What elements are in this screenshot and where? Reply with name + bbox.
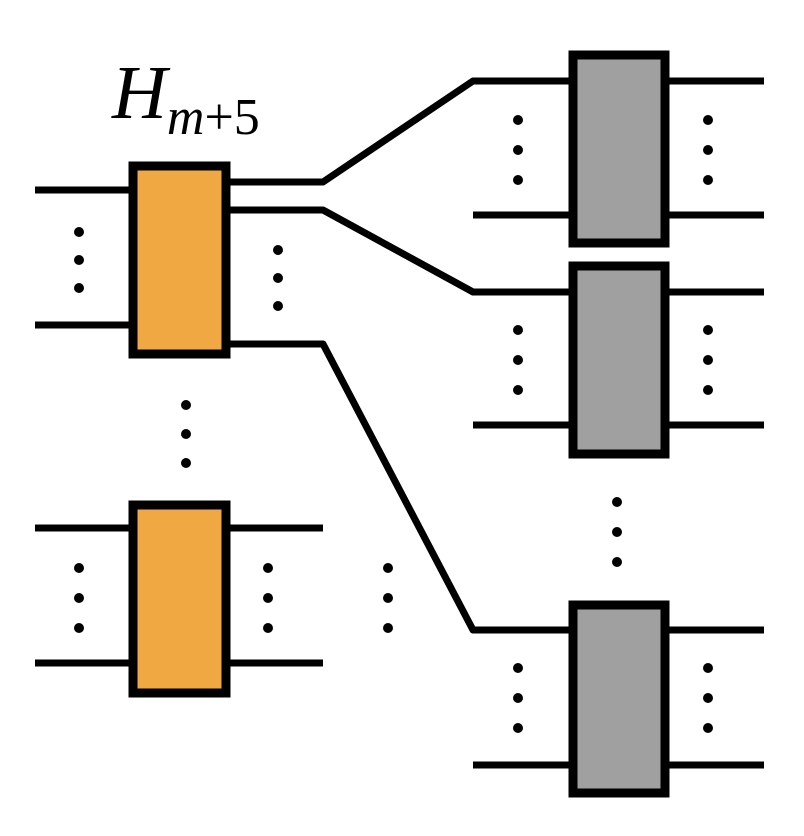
- left-bottom-gate-group: [35, 500, 323, 698]
- gate-label: Hm+5: [111, 51, 260, 146]
- orange-gate-top: [128, 161, 231, 359]
- gray-gate-1: [568, 50, 670, 248]
- left-top-input-ellipsis: [74, 227, 84, 293]
- gray-gate-2: [568, 261, 670, 459]
- right-gate-1-group: [473, 50, 764, 248]
- middle-vertical-ellipsis: [383, 563, 393, 633]
- right-column-vertical-ellipsis: [612, 497, 622, 567]
- gate-label-sub-rest: +5: [204, 89, 259, 146]
- left-top-output-ellipsis: [273, 245, 283, 311]
- gray-2-output-ellipsis: [703, 325, 713, 395]
- right-gate-3-group: [473, 600, 764, 798]
- orange-gate-bottom: [128, 500, 231, 698]
- left-bottom-input-ellipsis: [74, 563, 84, 633]
- gray-3-input-ellipsis: [513, 663, 523, 733]
- gray-1-input-ellipsis: [513, 115, 523, 185]
- left-top-gate-group: [35, 161, 283, 359]
- left-column-vertical-ellipsis: [181, 400, 191, 468]
- gate-label-sub-var: m: [167, 89, 205, 146]
- right-gate-2-group: [473, 261, 764, 459]
- connector-wire-to-gray-middle: [226, 206, 573, 296]
- gray-1-output-ellipsis: [703, 115, 713, 185]
- gray-gate-3: [568, 600, 670, 798]
- left-bottom-output-ellipsis: [263, 563, 273, 633]
- gray-3-output-ellipsis: [703, 663, 713, 733]
- gray-2-input-ellipsis: [513, 325, 523, 395]
- connector-wire-to-gray-bottom: [226, 340, 573, 634]
- connector-wire-to-gray-top: [226, 77, 573, 186]
- gate-label-main: H: [111, 51, 171, 135]
